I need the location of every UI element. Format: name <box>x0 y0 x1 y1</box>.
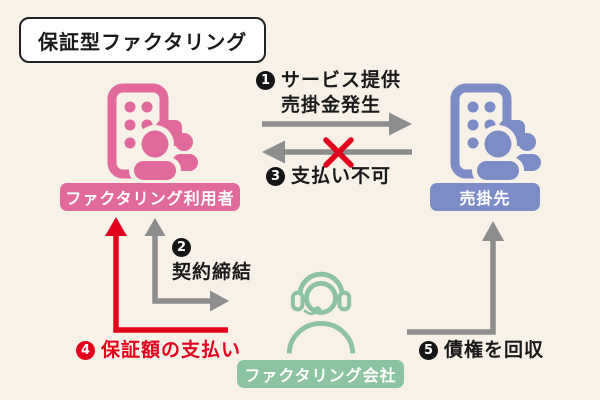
flow-collection-label: 5 債権を回収 <box>419 338 544 363</box>
building-people-icon <box>107 83 198 180</box>
factoring-company-label: ファクタリング会社 <box>237 360 404 388</box>
step-4-badge: 4 <box>76 341 95 360</box>
flow-collection-text: 債権を回収 <box>444 339 545 361</box>
customer-label: 売掛先 <box>430 183 540 211</box>
flow-payment-failure-arrow <box>262 140 412 164</box>
flow-guarantee-payment-text: 保証額の支払い <box>101 339 242 361</box>
flow-service-text-line1: サービス提供 <box>281 69 402 91</box>
factoring-user-label: ファクタリング利用者 <box>60 183 240 211</box>
step-5-badge: 5 <box>419 341 438 360</box>
cross-mark-icon <box>323 137 354 168</box>
flow-contract-label: 2 契約締結 <box>172 238 252 285</box>
headset-person-icon <box>286 271 356 354</box>
step-2-badge: 2 <box>172 238 191 257</box>
building-people-icon <box>450 83 541 180</box>
flow-contract-text: 契約締結 <box>172 261 253 283</box>
flow-collection-arrow <box>407 221 504 335</box>
flow-service-label: 1 サービス提供 売掛金発生 <box>256 68 401 118</box>
flow-service-text-line2: 売掛金発生 <box>281 94 382 116</box>
diagram-title: 保証型ファクタリング <box>19 17 267 63</box>
step-1-badge: 1 <box>256 71 275 90</box>
flow-guarantee-payment-label: 4 保証額の支払い <box>76 338 241 363</box>
step-3-badge: 3 <box>266 167 285 186</box>
flow-payment-failure-text: 支払い不可 <box>291 165 392 187</box>
flow-payment-failure-label: 3 支払い不可 <box>266 164 391 189</box>
